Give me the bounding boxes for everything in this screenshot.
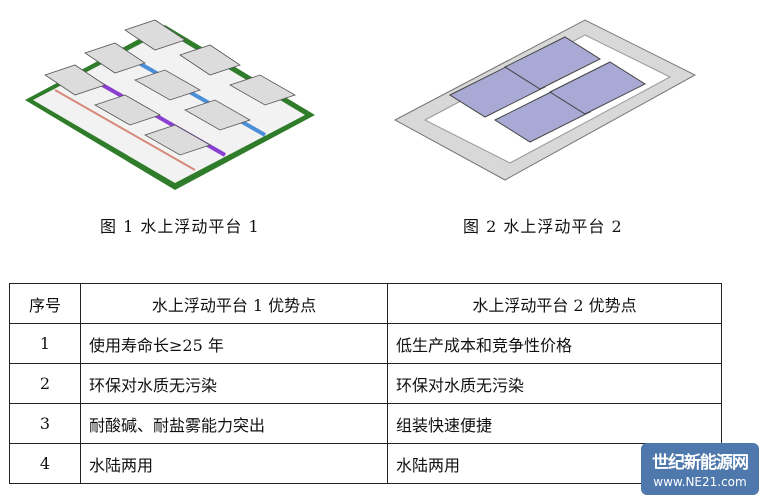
header-index: 序号 xyxy=(9,283,81,324)
floating-platform-1-image xyxy=(25,19,315,190)
platform-1-cell: 水陆两用 xyxy=(80,443,388,484)
watermark-logo: 世纪新能源网 www.NE21.com xyxy=(641,443,759,495)
figure-2-caption: 图 2 水上浮动平台 2 xyxy=(463,217,623,236)
platform-2-cell: 组装快速便捷 xyxy=(387,403,722,444)
platform-1-cell: 环保对水质无污染 xyxy=(80,363,388,404)
table-header-row: 序号 水上浮动平台 1 优势点 水上浮动平台 2 优势点 xyxy=(9,283,722,324)
platform-1-cell: 耐酸碱、耐盐雾能力突出 xyxy=(80,403,388,444)
platform-2-cell: 环保对水质无污染 xyxy=(387,363,722,404)
watermark-title: 世纪新能源网 xyxy=(652,453,749,473)
row-index: 1 xyxy=(9,323,81,364)
watermark-url: www.NE21.com xyxy=(653,475,747,489)
platform-2-cell: 低生产成本和竞争性价格 xyxy=(387,323,722,364)
platform-1-cell: 使用寿命长≥25 年 xyxy=(80,323,388,364)
row-index: 4 xyxy=(9,443,81,484)
header-platform-1: 水上浮动平台 1 优势点 xyxy=(80,283,388,324)
header-platform-2: 水上浮动平台 2 优势点 xyxy=(387,283,722,324)
figure-1-caption: 图 1 水上浮动平台 1 xyxy=(100,217,260,236)
row-index: 2 xyxy=(9,363,81,404)
row-index: 3 xyxy=(9,403,81,444)
floating-platform-2-image xyxy=(393,19,697,181)
